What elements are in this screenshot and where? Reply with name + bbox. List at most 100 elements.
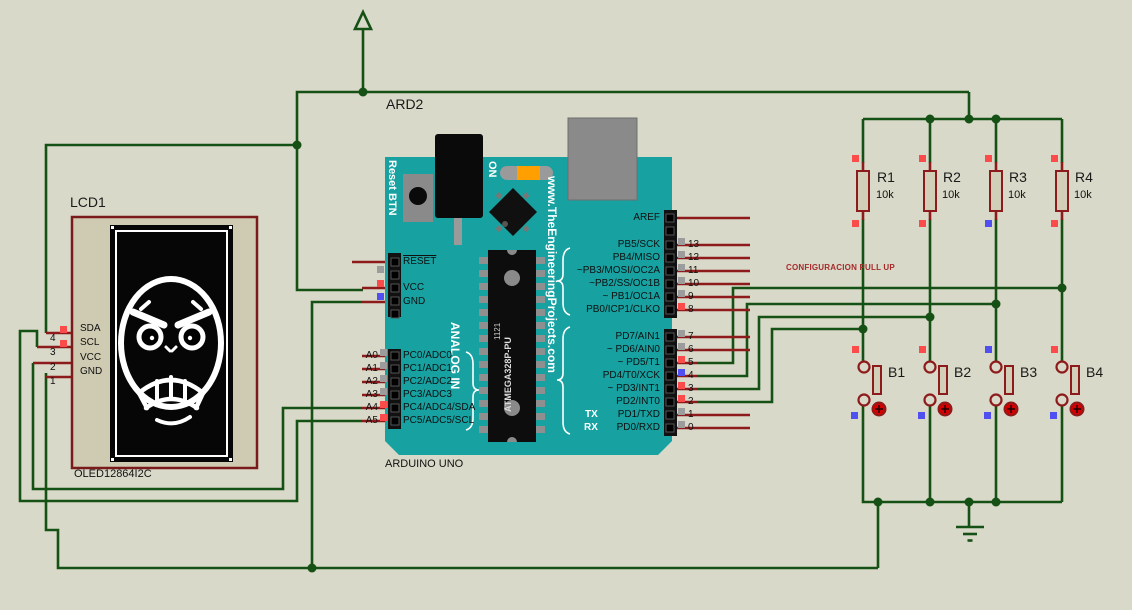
pin-label: PD4/T0/XCK xyxy=(602,370,660,381)
resistor-value: 10k xyxy=(876,189,894,201)
pin-label-ext: A0 xyxy=(365,350,378,361)
wire-gnd-run[interactable] xyxy=(44,373,878,570)
pin-label: PB4/MISO xyxy=(612,252,660,263)
pin-number: 2 xyxy=(688,396,694,407)
power-jack xyxy=(435,134,483,218)
pin-label-ext: A3 xyxy=(365,389,378,400)
pin-number: 9 xyxy=(688,291,694,302)
lcd-model-label: OLED12864I2C xyxy=(74,468,152,480)
button-ref: B2 xyxy=(954,364,972,380)
button-b4[interactable] xyxy=(1055,360,1085,417)
analog-in-label: ANALOG IN xyxy=(448,322,462,390)
pin-group-braces xyxy=(465,247,571,435)
resistor-r4[interactable] xyxy=(1055,170,1069,212)
atmega-chip xyxy=(479,250,545,442)
resistor-ref: R2 xyxy=(943,169,961,185)
resistor-ref: R1 xyxy=(877,169,895,185)
pin-label: PC2/ADC2 xyxy=(403,376,452,387)
resistor-ref: R3 xyxy=(1009,169,1027,185)
lcd-pin-name: VCC xyxy=(80,352,102,363)
wire-a4[interactable] xyxy=(31,363,362,491)
pin-label: PD2/INT0 xyxy=(616,396,660,407)
pin-label: PD1/TXD xyxy=(617,409,660,420)
pin-number: 6 xyxy=(688,344,694,355)
resistor-value: 10k xyxy=(942,189,960,201)
pin-label: ~PB2/SS/OC1B xyxy=(589,278,660,289)
oled-display[interactable] xyxy=(70,215,259,470)
resistor-r3[interactable] xyxy=(989,170,1003,212)
lcd-pin-name: GND xyxy=(80,366,103,377)
arduino-board[interactable] xyxy=(385,117,677,455)
pin-number: 1 xyxy=(688,409,694,420)
wire-scl[interactable] xyxy=(18,329,362,503)
button-ref: B3 xyxy=(1020,364,1038,380)
pin-label-vcc: VCC xyxy=(403,282,425,293)
reset-btn-label: Reset BTN xyxy=(386,160,398,216)
wire-net[interactable] xyxy=(18,8,1064,570)
pin-label: PC0/ADC0 xyxy=(403,350,452,361)
button-b3[interactable] xyxy=(989,360,1019,417)
pin-number: 8 xyxy=(688,304,694,315)
pin-number: 7 xyxy=(688,331,694,342)
angry-face-graphic xyxy=(118,276,224,426)
power-arrow-icon[interactable] xyxy=(352,8,374,31)
button-b2[interactable] xyxy=(923,360,953,417)
button-ref: B1 xyxy=(888,364,906,380)
button-ref: B4 xyxy=(1086,364,1104,380)
pin-label: PC4/ADC4/SDA xyxy=(403,402,476,413)
junction-dots xyxy=(292,87,1067,573)
pin-label-ext: A4 xyxy=(365,402,378,413)
pin-label: ~ PD6/AIN0 xyxy=(606,344,660,355)
pin-number: 12 xyxy=(688,252,700,263)
wire-pd4[interactable] xyxy=(697,302,996,378)
pin-number: 13 xyxy=(688,239,700,250)
brand-url-label: www.TheEngineeringProjects.com xyxy=(545,176,559,373)
wire-pd2[interactable] xyxy=(697,327,863,404)
on-label: ON xyxy=(486,161,498,178)
pin-label: ~ PB1/OC1A xyxy=(602,291,660,302)
wire-vcc-net[interactable] xyxy=(295,90,969,292)
usb-connector xyxy=(567,117,638,201)
tx-label: TX xyxy=(585,409,598,420)
pin-number: 4 xyxy=(688,370,694,381)
resistors[interactable] xyxy=(856,170,1069,212)
lcd-pin-name: SCL xyxy=(80,337,100,348)
pin-label: PD0/RXD xyxy=(616,422,660,433)
pin-number: 3 xyxy=(688,383,694,394)
pin-label: PC5/ADC5/SCL xyxy=(403,415,475,426)
pullup-annotation: CONFIGURACION PULL UP xyxy=(786,263,895,272)
pin-label-reset: RESET xyxy=(403,256,437,267)
pin-label: PB5/SCK xyxy=(617,239,660,250)
lcd-pin-number: 2 xyxy=(50,362,56,373)
pin-number: 5 xyxy=(688,357,694,368)
pin-number: 11 xyxy=(688,265,699,276)
pin-label-ext: A5 xyxy=(365,415,378,426)
pin-label: PC1/ADC1 xyxy=(403,363,452,374)
rx-label: RX xyxy=(584,422,598,433)
push-buttons[interactable] xyxy=(857,360,1085,417)
resistor-value: 10k xyxy=(1074,189,1092,201)
wire-gnd-arduino[interactable] xyxy=(310,300,362,568)
pin-label-ext: A1 xyxy=(365,363,378,374)
resistor-r2[interactable] xyxy=(923,170,937,212)
button-b1[interactable] xyxy=(857,360,887,417)
lcd-pin-name: SDA xyxy=(80,323,101,334)
usb-bridge-chip xyxy=(489,188,537,236)
lcd-ref-label: LCD1 xyxy=(70,194,106,210)
pin-label-aref: AREF xyxy=(633,212,660,223)
led-orange xyxy=(517,166,540,180)
wire-sda-branch[interactable] xyxy=(44,143,297,333)
wire-pd5[interactable] xyxy=(697,286,1062,365)
pin-label: PD7/AIN1 xyxy=(615,331,660,342)
chip-name-label: ATMEGA328P-PU xyxy=(503,337,513,412)
pin-label-gnd: GND xyxy=(403,296,426,307)
pin-label-ext: A2 xyxy=(365,376,378,387)
lcd-pin-number: 4 xyxy=(50,333,56,344)
resistor-ref: R4 xyxy=(1075,169,1093,185)
wire-pd3[interactable] xyxy=(697,315,930,391)
wire-gnd-rail[interactable] xyxy=(861,406,1062,504)
pin-headers xyxy=(388,210,677,436)
resistor-r1[interactable] xyxy=(856,170,870,212)
